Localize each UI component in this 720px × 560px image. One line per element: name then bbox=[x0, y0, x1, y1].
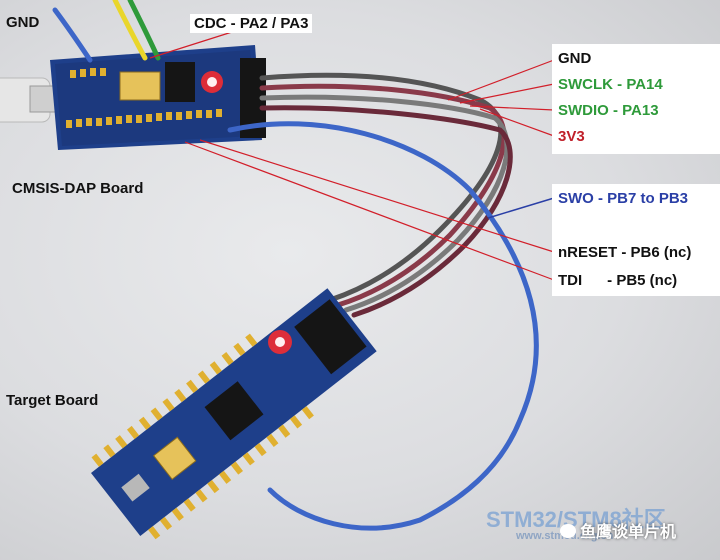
watermark-account: 鱼鹰谈单片机 bbox=[560, 518, 676, 542]
watermark-title: STM32/STM8社区 bbox=[486, 507, 666, 532]
usb-cable bbox=[0, 77, 57, 123]
label-cdc: CDC - PA2 / PA3 bbox=[190, 14, 313, 33]
pin-label-tdi: TDI - PB5 (nc) bbox=[558, 272, 678, 289]
cmsis-dap-board-drawing bbox=[50, 45, 266, 150]
watermark-account-text: 鱼鹰谈单片机 bbox=[580, 524, 677, 541]
annotation-lines bbox=[149, 31, 555, 281]
pin-label-swo: SWO - PB7 to PB3 bbox=[558, 190, 689, 207]
pin-legend-panel-top bbox=[552, 44, 720, 154]
wechat-icon bbox=[560, 524, 576, 538]
pin-label-3v3: 3V3 bbox=[558, 128, 585, 145]
pin-label-swclk: SWCLK - PA14 bbox=[558, 76, 663, 93]
label-target-board: Target Board bbox=[6, 392, 99, 409]
dupont-wires bbox=[52, 0, 539, 531]
swo-pointer-line bbox=[487, 197, 555, 219]
pin-label-gnd: GND bbox=[558, 50, 592, 67]
label-gnd-top: GND bbox=[6, 14, 40, 31]
target-board-drawing bbox=[91, 288, 377, 540]
label-cmsis-dap-board: CMSIS-DAP Board bbox=[12, 180, 144, 197]
pin-legend-panel-bottom bbox=[552, 184, 720, 296]
pin-label-nreset: nRESET - PB6 (nc) bbox=[558, 244, 692, 261]
pin-label-swdio: SWDIO - PA13 bbox=[558, 102, 659, 119]
